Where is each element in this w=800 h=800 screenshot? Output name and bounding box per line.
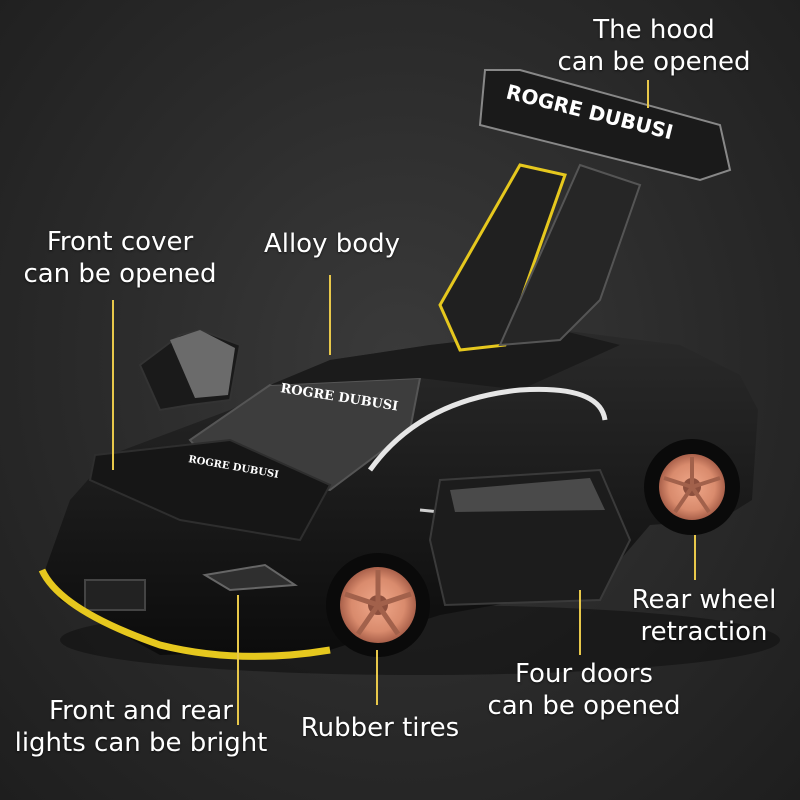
front-cover-label-line2: can be opened — [23, 259, 217, 289]
front-cover-label-line1: Front cover — [46, 227, 194, 257]
front-wheel — [326, 553, 430, 657]
body-stripe — [367, 386, 608, 472]
hood-label: The hood can be opened — [556, 14, 752, 78]
front-hood — [88, 438, 332, 542]
front-cover-label: Front cover can be opened — [20, 226, 220, 290]
rear-wheel-label: Rear wheel retraction — [624, 584, 784, 648]
lights-label-line1: Front and rear — [49, 696, 233, 726]
rear-wheel-label-line2: retraction — [640, 617, 768, 647]
rear-wing — [478, 69, 732, 182]
alloy-body-label-line1: Alloy body — [263, 229, 401, 259]
alloy-body-label: Alloy body — [254, 228, 410, 260]
headlight — [202, 563, 298, 592]
hood-label-line1: The hood — [593, 15, 715, 45]
front-grille — [84, 579, 146, 611]
car-roof — [270, 330, 620, 390]
rear-wheel — [644, 439, 740, 535]
wing-strut-left — [438, 163, 567, 352]
tires-label: Rubber tires — [296, 712, 464, 744]
tires-label-line1: Rubber tires — [300, 713, 460, 743]
rear-wheel-label-line1: Rear wheel — [631, 585, 777, 615]
callout-lines — [112, 80, 696, 725]
hood-label-line2: can be opened — [557, 47, 751, 77]
front-cover-panel — [170, 330, 235, 398]
wing-strut-right — [498, 163, 642, 347]
four-doors-label-line1: Four doors — [515, 659, 653, 689]
four-doors-label: Four doors can be opened — [480, 658, 688, 722]
lights-label: Front and rear lights can be bright — [6, 695, 276, 759]
lights-label-line2: lights can be bright — [14, 728, 268, 758]
four-doors-label-line2: can be opened — [487, 691, 681, 721]
door-window — [450, 478, 605, 512]
front-splitter — [38, 568, 331, 660]
